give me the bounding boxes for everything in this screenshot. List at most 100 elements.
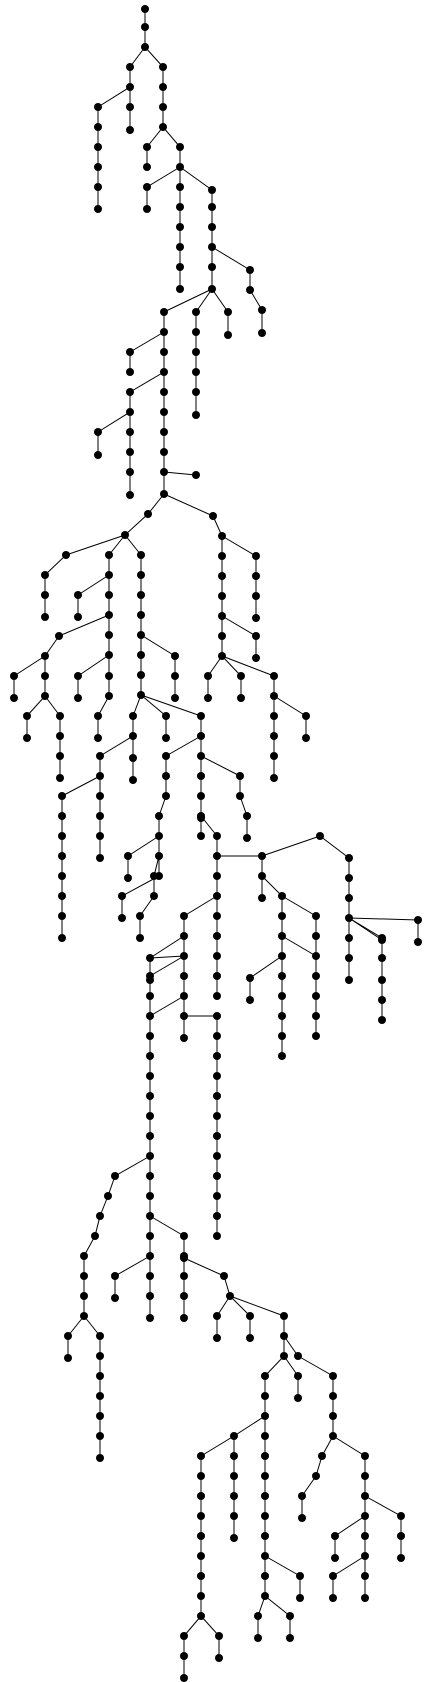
tree-node-93: [137, 571, 145, 579]
tree-edge-305: [264, 1355, 285, 1377]
tree-edge-85: [221, 615, 257, 637]
tree-node-287: [146, 1314, 154, 1322]
tree-node-53: [192, 388, 200, 396]
tree-node-261: [146, 954, 154, 962]
tree-node-200: [345, 914, 353, 922]
tree-node-117: [56, 774, 64, 782]
tree-node-115: [56, 732, 64, 740]
tree-node-162: [96, 854, 104, 862]
tree-node-119: [105, 692, 113, 700]
tree-node-172: [236, 772, 244, 780]
tree-edge-318: [183, 1615, 202, 1637]
tree-nodes: [10, 5, 422, 1682]
tree-node-151: [162, 712, 170, 720]
tree-edge-87: [108, 534, 126, 556]
tree-node-317: [180, 1652, 188, 1660]
tree-node-161: [96, 832, 104, 840]
tree-node-105: [10, 694, 18, 702]
tree-node-16: [143, 163, 151, 171]
tree-node-65: [126, 468, 134, 476]
tree-edge-308: [233, 1415, 266, 1437]
tree-node-365: [361, 1572, 369, 1580]
tree-node-330: [261, 1512, 269, 1520]
tree-node-198: [345, 874, 353, 882]
tree-node-292: [180, 1314, 188, 1322]
tree-node-138: [129, 732, 137, 740]
tree-node-281: [146, 1232, 154, 1240]
tree-node-136: [302, 734, 310, 742]
tree-node-227: [246, 974, 254, 982]
tree-node-104: [10, 672, 18, 680]
tree-node-188: [213, 912, 221, 920]
tree-node-70: [62, 551, 70, 559]
tree-node-84: [252, 592, 260, 600]
tree-edge-67: [147, 493, 165, 515]
tree-node-280: [146, 1212, 154, 1220]
tree-node-61: [160, 468, 168, 476]
tree-node-71: [41, 571, 49, 579]
tree-node-339: [286, 1612, 294, 1620]
tree-node-106: [105, 631, 113, 639]
tree-edge-44: [129, 371, 165, 393]
tree-node-256: [213, 1152, 221, 1160]
tree-node-141: [58, 792, 66, 800]
tree-edge-89: [77, 574, 110, 596]
tree-node-255: [213, 1132, 221, 1140]
tree-node-35: [246, 266, 254, 274]
tree-edge-181: [139, 895, 155, 917]
tree-node-222: [414, 916, 422, 924]
tree-node-103: [41, 652, 49, 660]
tree-edge-81: [221, 535, 257, 557]
tree-node-354: [361, 1492, 369, 1500]
tree-edge-152: [140, 694, 202, 717]
tree-edge-201: [261, 875, 283, 897]
tree-node-32: [208, 243, 216, 251]
tree-node-152: [162, 734, 170, 742]
tree-node-309: [197, 1492, 205, 1500]
tree-node-7: [94, 143, 102, 151]
tree-node-8: [94, 163, 102, 171]
tree-node-300: [280, 1312, 288, 1320]
tree-node-124: [171, 694, 179, 702]
tree-node-26: [176, 243, 184, 251]
tree-node-14: [159, 123, 167, 131]
tree-node-206: [278, 972, 286, 980]
tree-node-232: [180, 952, 188, 960]
tree-node-81: [218, 652, 226, 660]
tree-node-11: [159, 63, 167, 71]
tree-node-361: [361, 1532, 369, 1540]
tree-edge-103: [13, 655, 46, 677]
tree-node-259: [213, 1212, 221, 1220]
tree-node-323: [230, 1492, 238, 1500]
tree-node-19: [176, 143, 184, 151]
tree-node-86: [252, 632, 260, 640]
tree-node-262: [146, 976, 154, 984]
tree-node-272: [64, 1354, 72, 1362]
tree-edge-101: [58, 614, 110, 637]
tree-node-320: [215, 1654, 223, 1662]
tree-node-214: [312, 972, 320, 980]
tree-node-1: [141, 23, 149, 31]
tree-node-251: [213, 1052, 221, 1060]
tree-edge-233: [149, 955, 185, 977]
tree-node-221: [345, 976, 353, 984]
tree-edge-54: [211, 288, 229, 313]
tree-node-269: [80, 1292, 88, 1300]
tree-node-28: [176, 285, 184, 293]
tree-node-159: [96, 792, 104, 800]
tree-edge-134: [273, 695, 307, 717]
tree-node-334: [261, 1592, 269, 1600]
tree-node-362: [361, 1552, 369, 1560]
tree-edge-46: [97, 411, 131, 433]
tree-node-341: [294, 1372, 302, 1380]
tree-edge-265: [114, 1155, 151, 1177]
tree-node-199: [345, 894, 353, 902]
tree-node-69: [121, 531, 129, 539]
tree-edge-275: [83, 1315, 101, 1337]
tree-node-342: [294, 1394, 302, 1402]
tree-edge-339: [264, 1555, 301, 1577]
tree-node-304: [261, 1392, 269, 1400]
tree-node-160: [96, 812, 104, 820]
tree-node-122: [171, 652, 179, 660]
tree-edge-68: [124, 513, 149, 536]
